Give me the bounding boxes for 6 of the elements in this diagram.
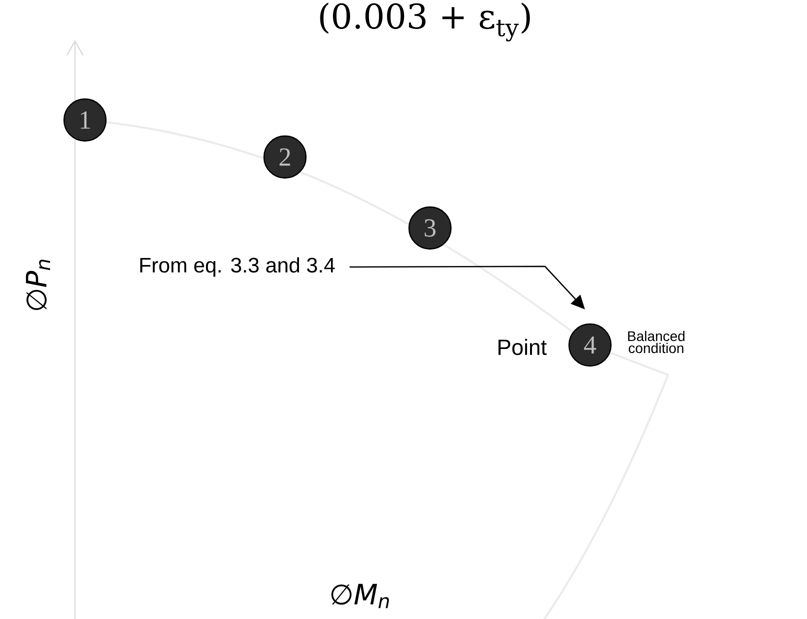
point-label: Balanced condition bbox=[628, 330, 684, 354]
note-text: From eq. 3.3 and 3.4 bbox=[140, 257, 335, 277]
axis-label: ∅M$_{n}$ bbox=[331, 584, 389, 608]
axis-label: ∅P$_{n}$ bbox=[26, 260, 50, 310]
formula-text: (0.003 + ε$_{ty}$) bbox=[320, 2, 530, 42]
point-label: Point bbox=[498, 338, 547, 356]
